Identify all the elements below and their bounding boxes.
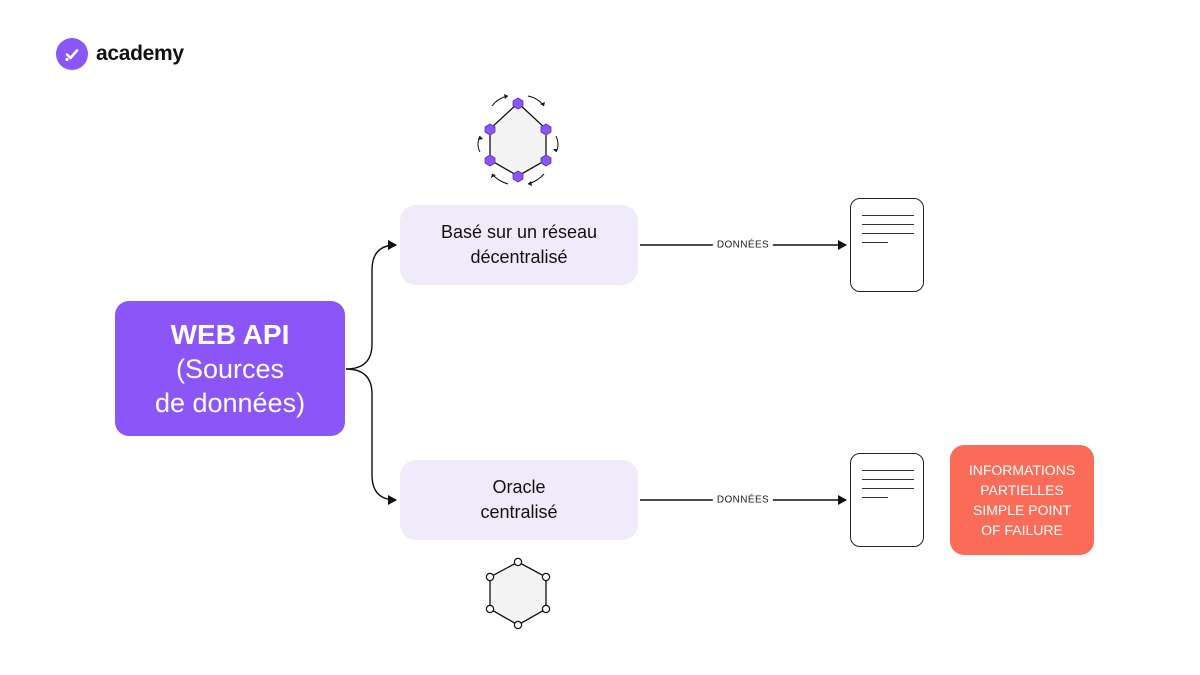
check-icon [56, 38, 88, 70]
document-icon [850, 453, 924, 547]
source-subtitle: de données) [154, 387, 306, 418]
centralized-label: Oracle [492, 477, 546, 497]
warning-line: PARTIELLES [980, 482, 1064, 498]
web-api-source-box: WEB API (Sources de données) [115, 301, 345, 436]
centralized-label: centralisé [480, 502, 558, 522]
branch-connector [345, 368, 397, 505]
brand-name: academy [96, 42, 184, 65]
warning-line: INFORMATIONS [968, 462, 1076, 478]
centralized-oracle-box: Oracle centralisé [400, 460, 638, 540]
brand-logo: academy [56, 38, 184, 70]
document-icon [850, 198, 924, 292]
source-subtitle: (Sources [175, 353, 285, 384]
source-title: WEB API [170, 318, 290, 350]
failure-warning-badge: INFORMATIONS PARTIELLES SIMPLE POINT OF … [950, 445, 1094, 555]
warning-line: SIMPLE POINT [972, 502, 1072, 518]
decentralized-network-box: Basé sur un réseau décentralisé [400, 205, 638, 285]
branch-connector [345, 240, 397, 370]
decentralized-label: décentralisé [470, 247, 568, 267]
decentralized-label: Basé sur un réseau [440, 222, 598, 242]
data-flow-label: DONNÉES [712, 494, 774, 506]
warning-line: OF FAILURE [981, 522, 1063, 538]
data-flow-label: DONNÉES [712, 239, 774, 251]
